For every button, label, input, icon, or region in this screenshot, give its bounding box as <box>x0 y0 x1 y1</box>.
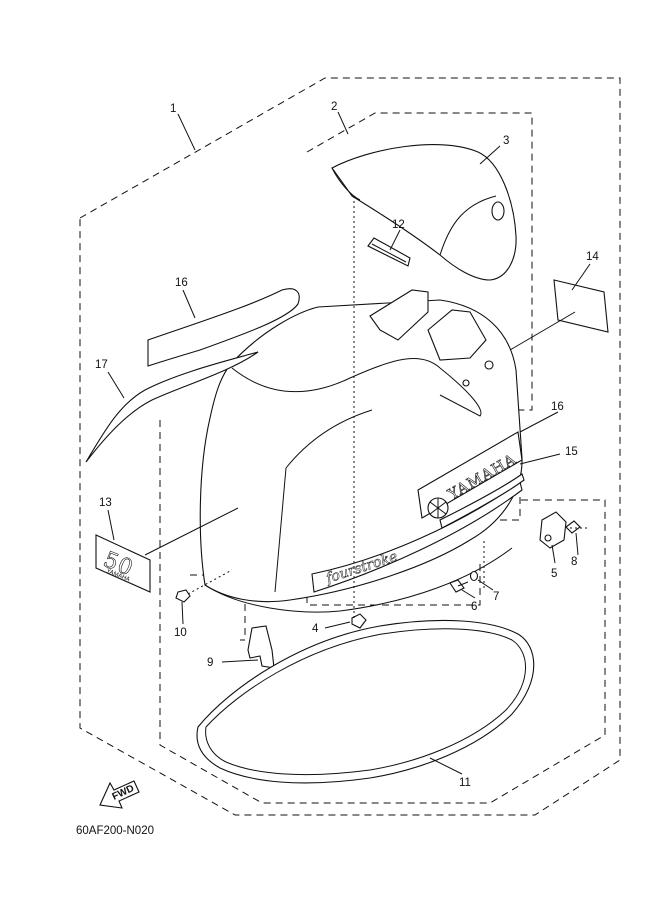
callout-9: 9 <box>207 657 213 669</box>
callout-2: 2 <box>331 101 337 113</box>
leader-line-4 <box>324 621 351 629</box>
side-stripe-decal <box>439 473 525 529</box>
leader-line-11 <box>429 757 463 775</box>
yamaha-logo-tuning-forks <box>429 498 447 518</box>
leader-line-16b <box>519 411 559 433</box>
assembly-group-lower-outline <box>159 420 606 804</box>
forward-arrow <box>99 780 140 809</box>
bottom-rubber-seal <box>196 619 535 784</box>
grommet-12 <box>367 237 411 267</box>
leader-line-14 <box>571 263 591 291</box>
diagram-reference-code: 60AF200-N020 <box>76 825 154 837</box>
yamaha-decal <box>417 431 523 519</box>
cowling-top-cap-inner <box>439 195 497 256</box>
side-decal-16 <box>147 288 300 367</box>
bottom-rubber-seal-inner <box>205 628 526 776</box>
callout-15: 15 <box>565 446 578 458</box>
cowling-side-crease <box>285 409 373 469</box>
leader-line-1 <box>177 113 196 151</box>
leader-line-15 <box>519 453 561 465</box>
callout-11: 11 <box>459 777 471 789</box>
bracket-9 <box>247 625 275 669</box>
callout-10: 10 <box>174 627 187 639</box>
callout-16-left: 16 <box>175 277 188 289</box>
leader-lines <box>107 111 591 775</box>
side-decal-17 <box>85 351 259 463</box>
callout-13: 13 <box>99 497 112 509</box>
leader-line-16a <box>182 289 196 319</box>
callout-16-right: 16 <box>551 401 564 413</box>
cowling-vent-recess <box>427 309 487 361</box>
model-badge-13 <box>95 534 151 593</box>
leader-line-8 <box>575 532 579 556</box>
callout-1: 1 <box>170 103 176 115</box>
cap-window <box>491 201 505 221</box>
clamp-bracket-5 <box>539 511 567 549</box>
leader-line-13b <box>144 507 239 556</box>
fourstroke-stripe-decal <box>311 481 523 593</box>
clip-4 <box>351 613 367 629</box>
cowling-top-cap-edge <box>331 167 361 201</box>
stripe-group-outline <box>306 560 481 606</box>
leader-line-6 <box>461 589 476 599</box>
bolt-6 <box>449 579 465 593</box>
callout-3: 3 <box>503 135 509 147</box>
bracket-hole <box>544 534 552 542</box>
callout-7: 7 <box>493 591 499 603</box>
cowling-fastener-hole-right <box>484 360 494 370</box>
callout-12: 12 <box>392 219 405 231</box>
leader-line-13 <box>107 509 115 541</box>
leader-line-10 <box>181 601 184 625</box>
cowling-crease-line <box>231 358 441 393</box>
leader-line-14b <box>509 311 576 351</box>
bolt-6-shank <box>457 581 469 587</box>
callout-6: 6 <box>471 601 477 613</box>
cowling-fastener-hole-left <box>462 379 470 387</box>
leader-line-9 <box>221 659 259 663</box>
cowling-handle-recess <box>369 289 429 341</box>
callout-8: 8 <box>571 556 577 568</box>
leader-line-17 <box>107 371 125 399</box>
callout-14: 14 <box>586 251 599 263</box>
callout-5: 5 <box>551 568 557 580</box>
forward-arrow-label: FWD <box>111 783 136 803</box>
leader-line-7 <box>477 579 494 591</box>
assembly-line-screw <box>187 569 233 595</box>
cowling-panel-edge <box>274 467 287 593</box>
screw-10 <box>175 589 191 603</box>
washer-7 <box>469 570 479 582</box>
leader-line-3 <box>479 145 501 165</box>
leader-line-12 <box>389 229 401 251</box>
cowling-rear-panel <box>439 367 482 417</box>
plate-14 <box>553 279 609 333</box>
assembly-group-2-outline <box>306 112 533 411</box>
assembly-group-1-outline <box>79 77 621 816</box>
callout-4: 4 <box>312 623 319 635</box>
callout-17: 17 <box>95 359 108 371</box>
leader-line-2 <box>337 111 349 135</box>
leader-line-5 <box>551 544 556 564</box>
bolt-8 <box>565 520 581 534</box>
cowling-top-cap <box>331 144 517 281</box>
callout-labels: 1 2 3 4 5 6 7 8 9 10 11 12 13 14 15 16 1… <box>95 101 599 789</box>
grommet-12-ridge <box>371 243 407 263</box>
